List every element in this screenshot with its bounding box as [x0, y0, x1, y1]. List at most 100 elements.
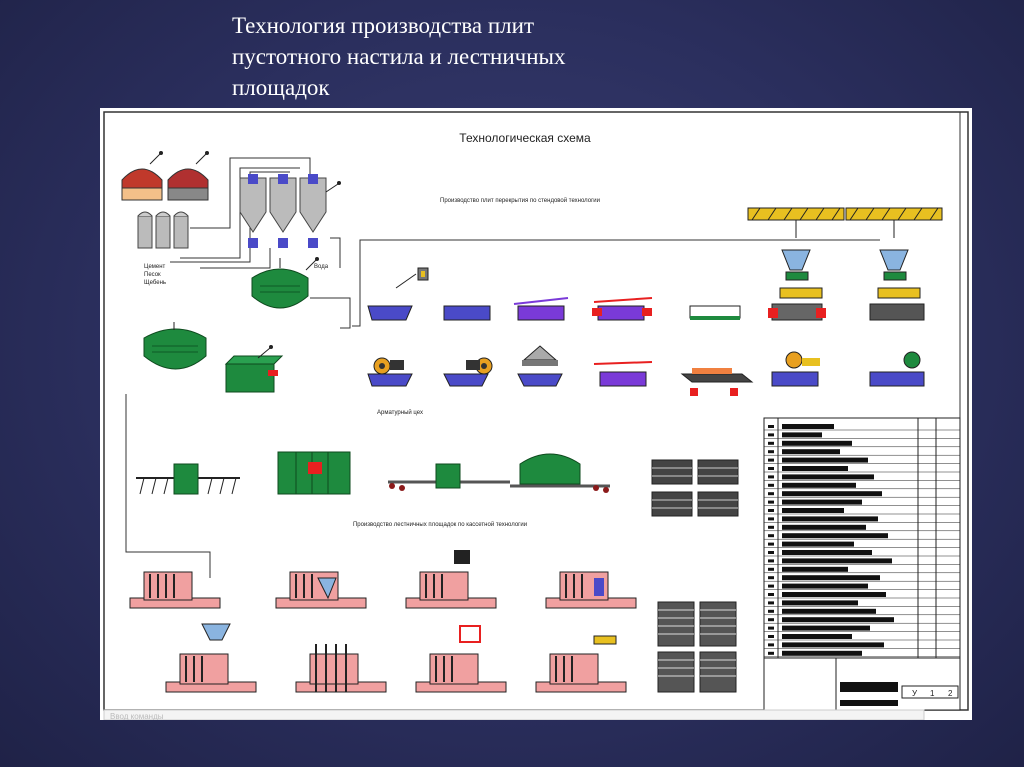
product-removal-station-1 — [771, 351, 820, 387]
spec-table-row-text — [782, 499, 862, 505]
mesh-welding-machine — [136, 463, 240, 495]
spec-table-row-text — [782, 449, 840, 455]
spec-table-row-number — [768, 534, 774, 538]
spec-table-row-text — [782, 625, 870, 631]
spec-table-row-text — [782, 491, 882, 497]
form-reinforcing-station — [513, 297, 569, 321]
spec-table-row-text — [782, 482, 856, 488]
spec-table-row-number — [768, 433, 774, 437]
cutting-station — [680, 368, 754, 396]
spec-table-row-number — [768, 458, 774, 462]
form-cover-station — [517, 345, 563, 387]
product-removal-station-2 — [869, 351, 925, 387]
spec-table-row-number — [768, 559, 774, 563]
spec-table-row-number — [768, 576, 774, 580]
dosing-hoppers — [239, 174, 341, 248]
command-line-bar[interactable] — [103, 709, 925, 720]
cassette-unit-1 — [129, 571, 221, 609]
spatial-frame-machine — [277, 451, 351, 495]
section-caption-stairs: Производство лестничных площадок по касс… — [353, 521, 527, 528]
spec-table-row-number — [768, 450, 774, 454]
spec-table-row-number — [768, 618, 774, 622]
spec-table-row-text — [782, 583, 868, 589]
spec-table-row-text — [782, 524, 866, 530]
material-legend: Цемент Песок Щебень Вода — [144, 264, 329, 286]
spec-table-row-text — [782, 650, 862, 656]
spec-table-row-number — [768, 567, 774, 571]
spec-table-row-text — [782, 558, 892, 564]
concrete-mixer-2 — [143, 322, 207, 370]
legend-sand: Песок — [144, 272, 161, 278]
spec-table-row-text — [782, 600, 858, 606]
legend-crushed-stone: Щебень — [144, 280, 166, 286]
spec-table-row-number — [768, 626, 774, 630]
roller-station-2 — [443, 357, 493, 387]
spec-table-row-number — [768, 475, 774, 479]
slide-title-line-3: площадок — [232, 75, 330, 100]
concrete-distributor — [224, 345, 284, 393]
spec-table-row-text — [782, 642, 884, 648]
form-concreting-station — [689, 305, 741, 320]
spec-table-row-number — [768, 500, 774, 504]
form-cleaning-station — [367, 267, 429, 321]
spec-table-row-text — [782, 634, 852, 639]
cassette-unit-2 — [275, 571, 367, 609]
cassette-row-2 — [165, 623, 627, 693]
spec-table-row-text — [782, 516, 878, 522]
spec-table-row-text — [782, 617, 894, 623]
gantry-crane-1 — [747, 207, 845, 299]
rebar-bending-machine — [510, 453, 610, 493]
technological-scheme-drawing: Технологическая схема Цемент Песок Щебен… — [100, 108, 972, 720]
spec-table-row-number — [768, 509, 774, 512]
slab-production-row-1 — [367, 267, 741, 321]
spec-table-row-number — [768, 525, 774, 529]
spec-table-row-number — [768, 643, 774, 647]
heat-treatment-row-1 — [768, 303, 925, 321]
form-lubrication-station — [443, 305, 491, 321]
concrete-mixer-1 — [251, 257, 319, 309]
spec-table-row-number — [768, 542, 774, 546]
spec-table-row-text — [782, 566, 848, 572]
spec-table-row-number — [768, 609, 774, 613]
cassette-unit-5 — [165, 623, 257, 693]
slab-storage — [651, 459, 739, 517]
tension-release-station — [593, 361, 653, 387]
cassette-row-1 — [129, 550, 637, 609]
spec-table-row-number — [768, 467, 774, 470]
scheme-canvas: Технологическая схема Цемент Песок Щебен… — [103, 111, 969, 720]
roller-station-1 — [367, 357, 413, 387]
slide-title: Технология производства плит пустотного … — [232, 10, 752, 103]
spec-table-row-number — [768, 601, 774, 605]
gantry-crane-2 — [845, 207, 943, 299]
cassette-unit-7 — [415, 625, 507, 693]
spec-table-row-text — [782, 432, 822, 438]
legend-cement: Цемент — [144, 264, 166, 270]
stamp-cell-2: 1 — [930, 689, 935, 698]
spec-table-row-number — [768, 517, 774, 521]
stair-landing-storage — [657, 601, 737, 693]
spec-table-row-text — [782, 508, 844, 513]
spec-table-row-number — [768, 593, 774, 596]
aggregate-bunkers — [121, 151, 209, 201]
section-caption-rebar: Арматурный цех — [377, 409, 423, 416]
spec-table-row-number — [768, 425, 774, 428]
spec-table-row-number — [768, 483, 774, 487]
rebar-workshop — [136, 451, 610, 495]
cement-silos — [137, 211, 189, 249]
stamp-cell-3: 2 — [948, 689, 953, 698]
command-line-prompt: Ввод команды — [110, 712, 164, 720]
spec-table-row-text — [782, 440, 852, 446]
spec-table-row-text — [782, 533, 888, 539]
slab-production-row-2 — [367, 345, 925, 396]
spec-table-row-text — [782, 575, 880, 581]
spec-table-row-number — [768, 584, 774, 588]
rebar-cutting-line — [388, 463, 510, 491]
stamp-cell-1: У — [912, 689, 918, 698]
spec-table-row-text — [782, 466, 848, 471]
slide-title-line-2: пустотного настила и лестничных — [232, 44, 566, 69]
spec-table-row-number — [768, 492, 774, 496]
spec-table-row-text — [782, 541, 854, 547]
legend-water: Вода — [314, 264, 329, 270]
conveyor-line-top — [310, 239, 880, 329]
form-tensioning-station — [592, 297, 653, 321]
